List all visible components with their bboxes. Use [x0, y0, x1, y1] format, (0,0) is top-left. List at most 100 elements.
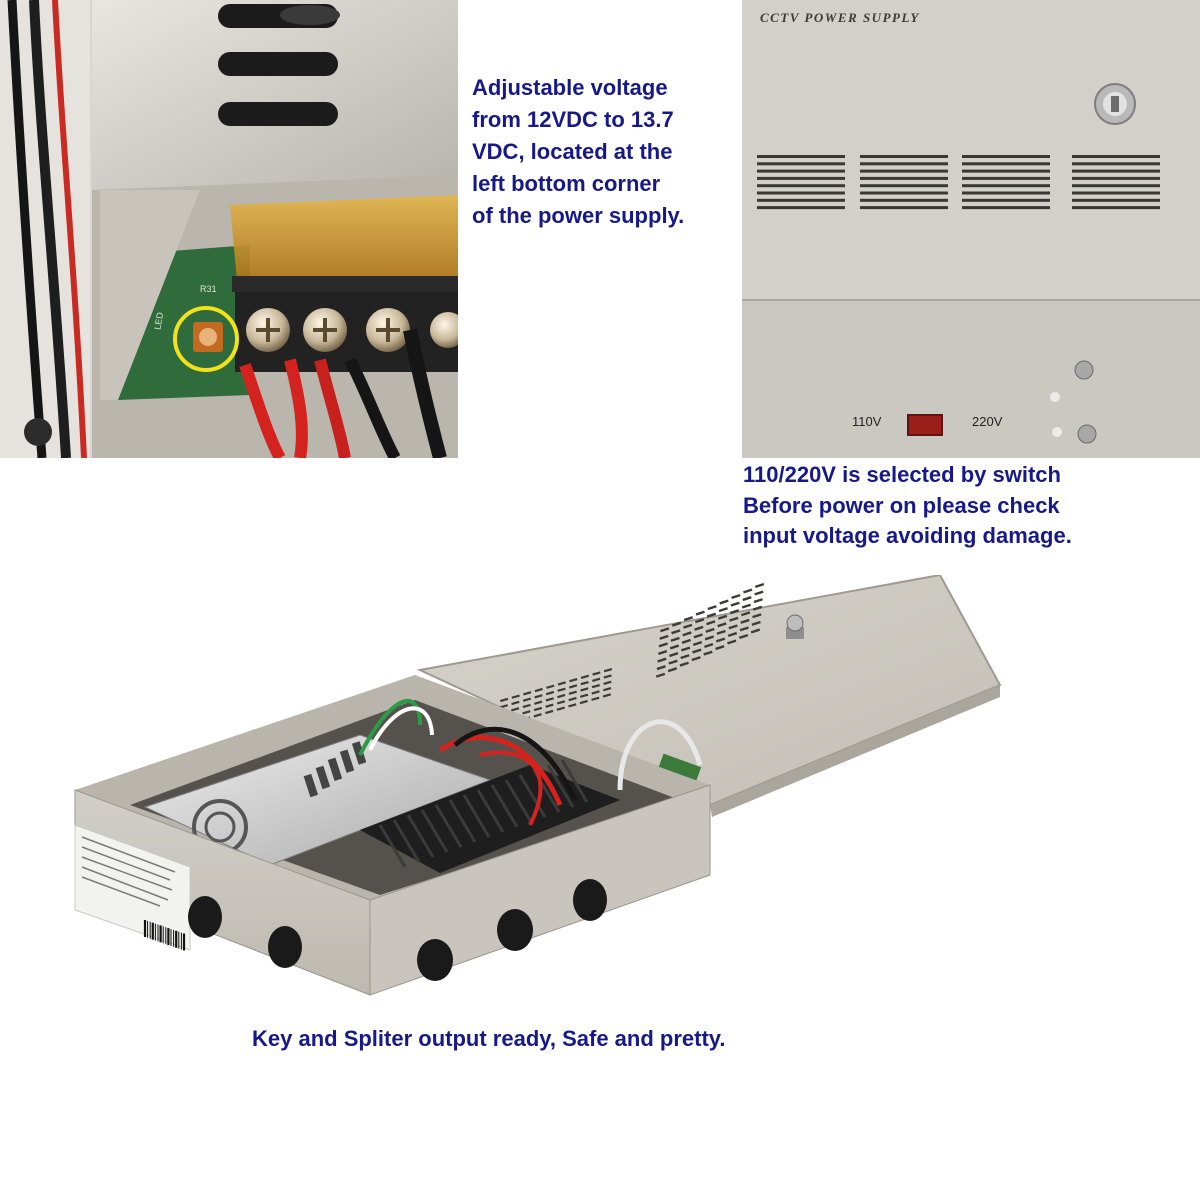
vent-slot — [694, 618, 705, 624]
vent-slot — [603, 674, 612, 679]
vent-slot — [704, 642, 714, 649]
vent-slot — [757, 198, 845, 202]
vent-slot — [741, 611, 751, 617]
vent-slot — [757, 176, 845, 180]
vent-slot — [603, 680, 612, 685]
vent-slot — [860, 206, 948, 210]
vent-slot — [557, 687, 566, 692]
vent-slot — [545, 709, 554, 715]
vent-slot — [692, 648, 702, 654]
vent-slot — [691, 656, 701, 662]
vent-slot — [315, 765, 331, 790]
caption-line: Before power on please check — [743, 492, 1060, 518]
caption-line: input voltage avoiding damage. — [743, 523, 1072, 548]
vent-slot — [579, 693, 589, 698]
vent-slot — [860, 191, 948, 195]
vent-slot — [580, 674, 590, 679]
vent-slot — [580, 680, 589, 686]
photo-front-plate — [742, 0, 1200, 458]
vent-slot — [522, 697, 532, 702]
vent-slot — [669, 644, 680, 650]
vent-slot — [533, 713, 542, 718]
vent-slot — [728, 624, 738, 630]
vent-slot — [668, 659, 678, 665]
vent-slot — [717, 622, 727, 628]
vent-slot — [962, 198, 1050, 202]
vent-slot — [962, 162, 1050, 166]
vent-slot — [752, 613, 762, 619]
front-plate-illustration — [742, 0, 1200, 458]
vent-slot — [671, 621, 682, 627]
vent-slot — [534, 687, 543, 693]
vent-slot — [533, 706, 543, 712]
vent-slot — [522, 703, 531, 709]
vent-slot — [523, 691, 532, 696]
vent-slot — [303, 773, 319, 798]
vent-slot — [860, 169, 948, 173]
vent-slot — [962, 155, 1050, 158]
vent-slot — [327, 757, 343, 781]
vent-slot — [545, 703, 554, 708]
vent-slot — [592, 671, 601, 676]
vent-slot — [592, 677, 601, 682]
vent-slot — [740, 618, 750, 624]
vent-slot — [730, 601, 740, 607]
vent-slot — [962, 206, 1050, 210]
caption-line: 110/220V is selected by switch — [743, 462, 1061, 487]
highlight-circle — [173, 306, 239, 372]
vent-slot — [757, 206, 845, 210]
vent-slot — [682, 631, 692, 637]
caption-key-splitter: Key and Spliter output ready, Safe and p… — [252, 1026, 726, 1051]
vent-slot — [568, 684, 578, 689]
vent-slot — [716, 629, 726, 635]
vent-slot — [860, 162, 948, 166]
vent-slot — [753, 598, 763, 604]
vent-slot — [522, 710, 531, 715]
caption-line: of the power supply. — [472, 203, 685, 228]
vent-slot — [660, 627, 670, 633]
vent-slot — [860, 155, 948, 158]
vent-slot — [705, 627, 715, 633]
vent-slot — [511, 700, 520, 706]
caption-line: left bottom corner — [472, 171, 661, 196]
vent-slot — [683, 616, 694, 622]
vent-slot — [703, 650, 713, 656]
caption-adjustable-voltage: Adjustable voltage from 12VDC to 13.7 VD… — [472, 72, 684, 232]
vent-slot — [657, 657, 667, 663]
vent-slot — [669, 652, 679, 658]
vent-slot — [683, 623, 693, 629]
vent-slot — [679, 661, 689, 667]
vent-slot — [731, 593, 741, 600]
vent-slot — [752, 605, 763, 611]
vent-slot — [339, 749, 355, 773]
caption-voltage-switch: 110/220V is selected by switch Before po… — [743, 460, 1072, 552]
vent-slot — [729, 609, 740, 615]
vent-slot — [719, 599, 729, 605]
vent-slot — [860, 198, 948, 202]
vent-slot — [757, 169, 845, 173]
vent-slot — [962, 169, 1050, 173]
vent-slot — [962, 176, 1050, 180]
vent-slot — [510, 707, 520, 712]
caption-line: VDC, located at the — [472, 139, 673, 164]
photo-open-enclosure — [60, 573, 1010, 1005]
vent-slot — [603, 668, 613, 673]
vent-slot — [742, 596, 752, 602]
vent-slot — [657, 649, 668, 656]
vent-slot — [1072, 169, 1160, 173]
vent-slot — [707, 605, 717, 611]
vent-slot — [670, 636, 680, 642]
vent-slot — [757, 162, 845, 166]
vent-slot — [499, 704, 509, 709]
vent-slot — [741, 603, 752, 609]
vent-slot — [751, 620, 761, 626]
vent-slot — [680, 646, 691, 652]
vent-slot — [659, 634, 669, 640]
vent-slot — [757, 155, 845, 158]
vent-slot — [1072, 198, 1160, 202]
enclosure-illustration — [74, 573, 1002, 996]
vent-slot — [568, 690, 577, 695]
vent-slot — [860, 184, 948, 188]
vent-slot — [754, 582, 765, 588]
vent-slot — [569, 677, 578, 683]
